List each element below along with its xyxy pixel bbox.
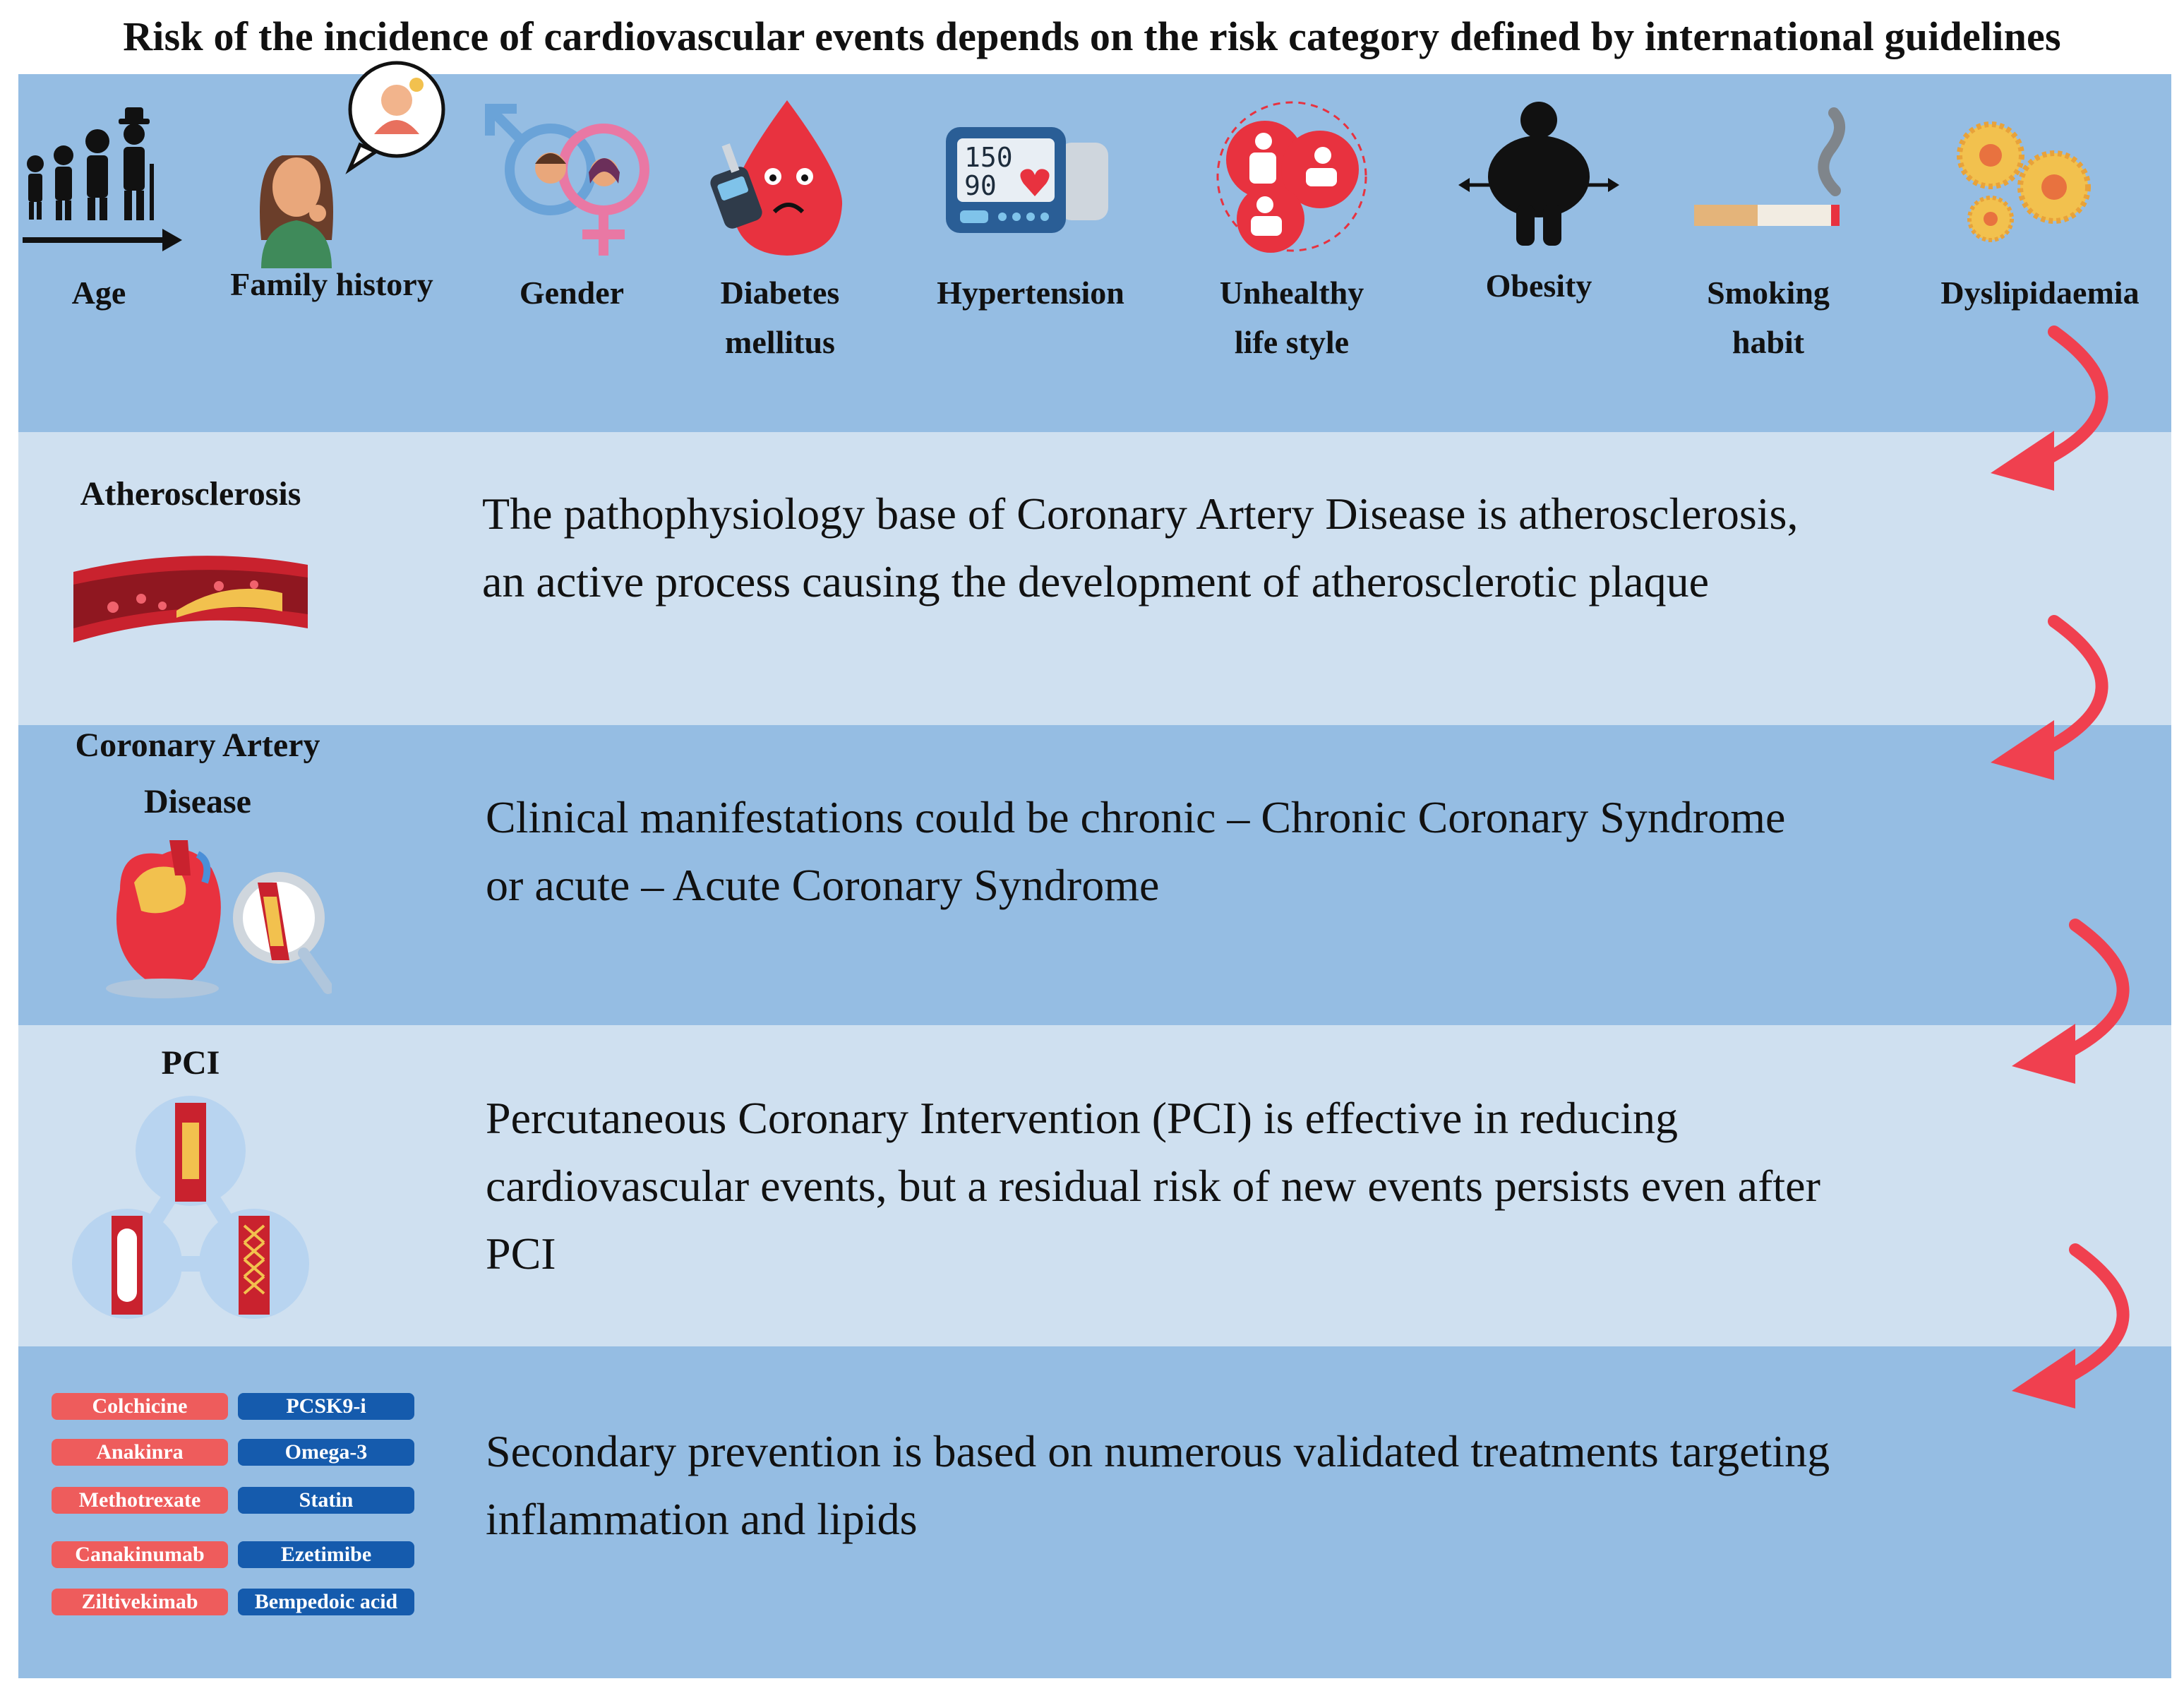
- risk-factor-age: Age: [14, 99, 184, 318]
- stage-label-pci: PCI: [161, 1044, 220, 1082]
- flow-arrow-2: [1991, 615, 2108, 780]
- pci-band: [18, 1025, 2171, 1346]
- treatment-pill-inflammation: Ziltivekimab: [52, 1589, 228, 1615]
- diagram-title: Risk of the incidence of cardiovascular …: [123, 13, 2061, 59]
- treatment-pill-inflammation: Methotrexate: [52, 1487, 228, 1514]
- flow-arrow-3: [2012, 919, 2130, 1084]
- risk-factor-family-history: Family history: [212, 56, 452, 309]
- stage-text-cad: Clinical manifestations could be chronic…: [486, 792, 1786, 910]
- cigarette-icon: [1694, 107, 1845, 226]
- title-background: [0, 0, 2184, 74]
- cad-band: [18, 725, 2171, 1025]
- flow-arrow-1: [1991, 325, 2108, 491]
- stage-text-prevention: Secondary prevention is based on numerou…: [486, 1426, 1830, 1544]
- sedentary-lifestyle-icon: [1216, 101, 1367, 253]
- age-progression-icon: [23, 107, 182, 251]
- blood-drop-glucometer-icon: [710, 100, 843, 256]
- treatment-pill-lipids: Bempedoic acid: [238, 1589, 414, 1615]
- treatment-pill-lipids: Omega-3: [238, 1439, 414, 1466]
- treatment-pill-lipids: PCSK9-i: [238, 1393, 414, 1420]
- blood-pressure-monitor-icon: 150 90: [946, 127, 1108, 233]
- risk-factor-label: Family history: [230, 266, 433, 302]
- risk-factor-hypertension: 150 90 Hypertension: [918, 99, 1144, 318]
- lipid-cells-icon: [1957, 121, 2091, 242]
- risk-factor-label: Obesity: [1485, 268, 1592, 304]
- treatment-pill-inflammation: Colchicine: [52, 1393, 228, 1420]
- risk-factor-label: Hypertension: [937, 275, 1124, 311]
- risk-factor-gender: Gender: [480, 99, 664, 318]
- stage-text-pci: Percutaneous Coronary Intervention (PCI)…: [486, 1093, 1820, 1279]
- risk-factor-obesity: Obesity: [1454, 99, 1624, 311]
- flow-arrow-4: [2012, 1243, 2130, 1409]
- risk-factor-label: Age: [71, 275, 126, 311]
- risk-factor-label: Dyslipidaemia: [1940, 275, 2140, 311]
- family-history-icon: [260, 61, 445, 268]
- svg-text:90: 90: [964, 170, 997, 201]
- heart-magnifier-icon: [106, 840, 332, 998]
- stage-text-atherosclerosis: The pathophysiology base of Coronary Art…: [482, 489, 1799, 606]
- svg-text:150: 150: [964, 142, 1013, 173]
- risk-factor-dyslipidaemia: Dyslipidaemia: [1920, 99, 2160, 318]
- risk-factor-label: Gender: [519, 275, 625, 311]
- atherosclerosis-band: [18, 432, 2171, 725]
- stent-procedure-icon: [72, 1096, 309, 1319]
- stage-label-cad: Coronary Artery Disease: [75, 727, 320, 820]
- treatment-pill-lipids: Ezetimibe: [238, 1541, 414, 1568]
- stage-label-atherosclerosis: Atherosclerosis: [80, 475, 301, 513]
- treatment-pill-inflammation: Canakinumab: [52, 1541, 228, 1568]
- obesity-icon: [1458, 102, 1619, 246]
- gender-icon: [485, 104, 649, 256]
- treatment-pill-inflammation: Anakinra: [52, 1439, 228, 1466]
- artery-plaque-icon: [73, 556, 308, 642]
- treatment-pill-lipids: Statin: [238, 1487, 414, 1514]
